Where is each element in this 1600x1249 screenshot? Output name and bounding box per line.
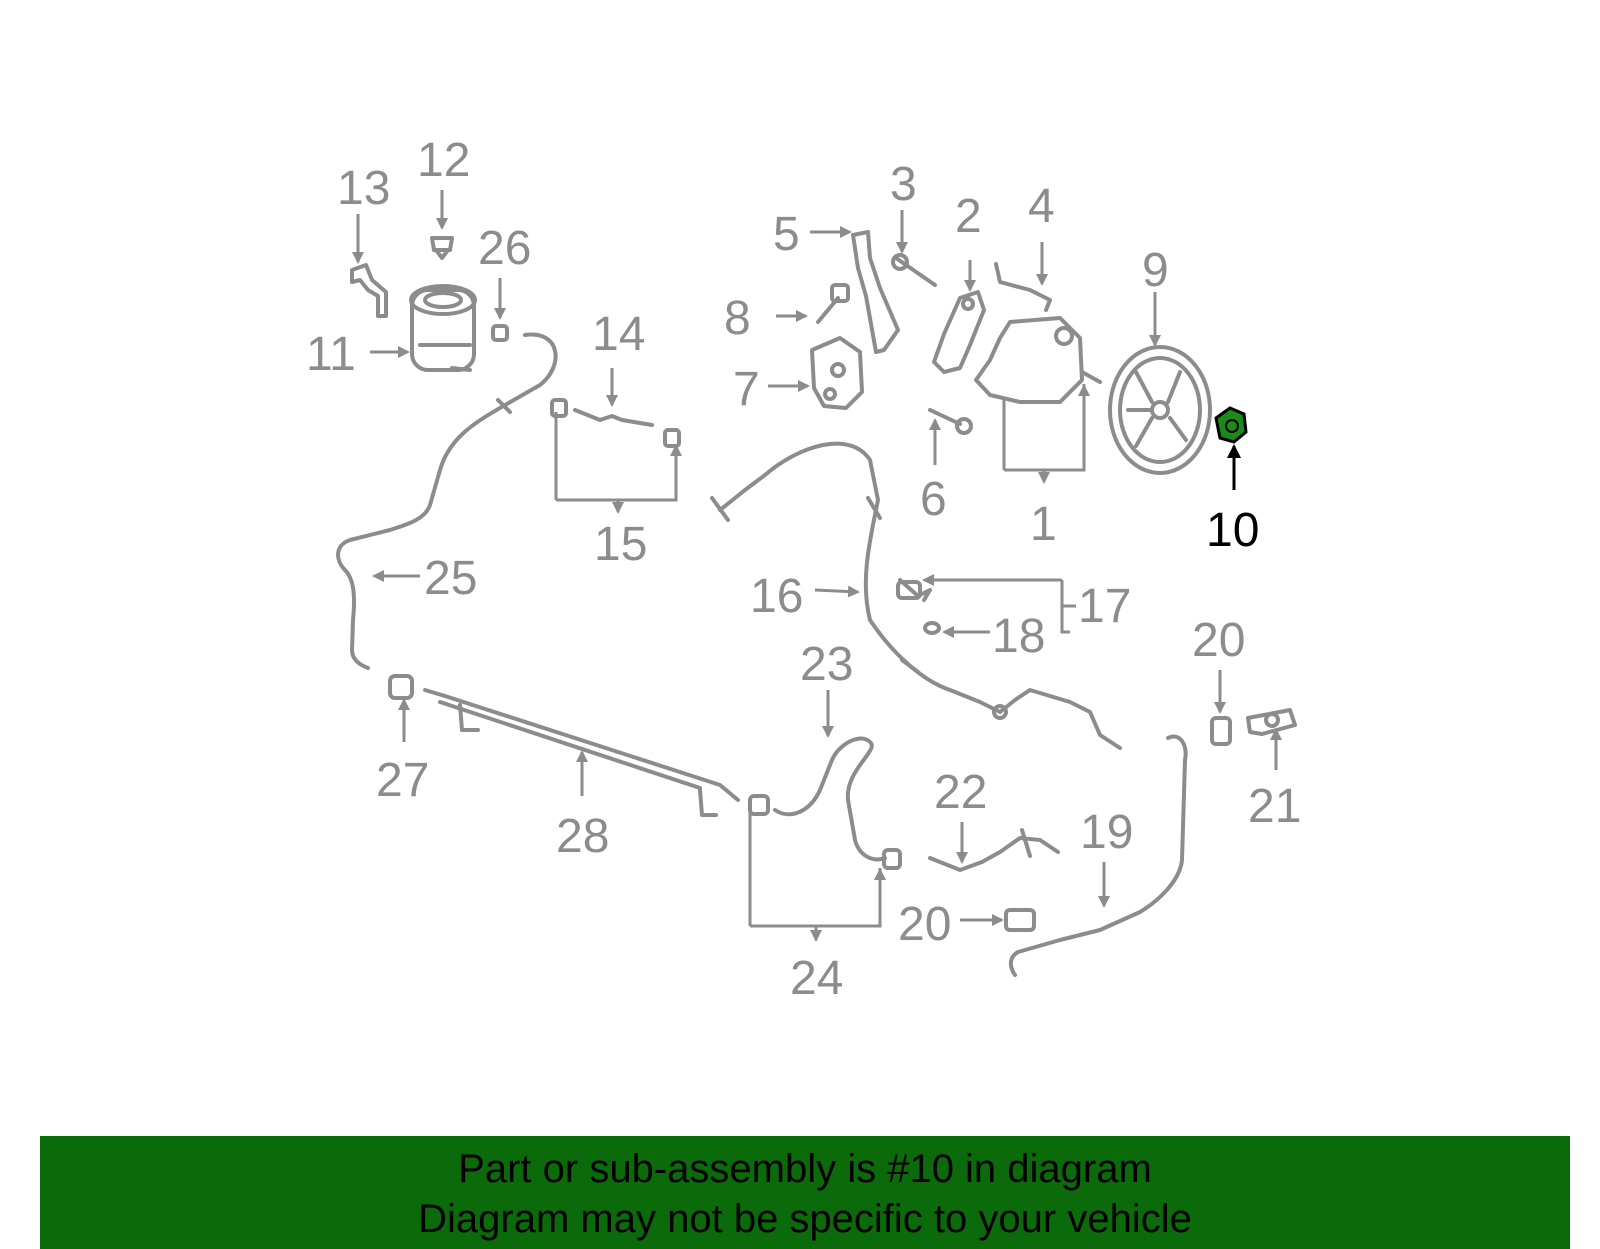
fitting-part-21	[1246, 708, 1297, 736]
cap-part-12	[430, 236, 454, 260]
hose-part-25	[336, 332, 558, 670]
bracket-part-4	[994, 262, 1052, 312]
callout-14: 14	[592, 308, 645, 361]
callout-8: 8	[724, 292, 751, 345]
callout-15: 15	[594, 518, 647, 571]
bolt-part-8	[816, 283, 850, 324]
callout-2: 2	[955, 190, 982, 243]
callout-16: 16	[750, 570, 803, 623]
callout-28: 28	[556, 810, 609, 863]
oring-part-18	[923, 621, 941, 635]
bolt-part-3	[891, 253, 937, 287]
pulley-part-9	[1108, 345, 1212, 475]
callout-10: 10	[1206, 504, 1259, 557]
bracket-part-13	[350, 263, 388, 318]
callout-13: 13	[337, 162, 390, 215]
pump-part-1	[974, 316, 1102, 404]
reservoir-part-11	[409, 284, 477, 372]
callout-5: 5	[773, 208, 800, 261]
callout-27: 27	[376, 754, 429, 807]
bracket-part-5	[851, 230, 900, 354]
union-part-17	[896, 578, 932, 602]
hose-part-19	[1008, 734, 1188, 977]
clamp-part-20-lower	[1004, 908, 1036, 932]
callout-19: 19	[1080, 806, 1133, 859]
callout-6: 6	[920, 473, 947, 526]
callout-25: 25	[424, 552, 477, 605]
pipe-part-22	[928, 828, 1060, 872]
hose-part-23	[748, 736, 902, 870]
callout-23: 23	[800, 638, 853, 691]
bolt-part-6	[928, 408, 973, 435]
callout-24: 24	[790, 952, 843, 1005]
callout-1: 1	[1030, 498, 1057, 551]
clamp-part-27	[388, 674, 414, 700]
callout-11: 11	[306, 328, 356, 381]
callout-3: 3	[890, 158, 917, 211]
hose-part-14	[550, 398, 681, 448]
callout-20-upper: 20	[1192, 614, 1245, 667]
hose-part-16	[710, 441, 1122, 750]
callout-22: 22	[934, 766, 987, 819]
clamp-part-20-upper	[1210, 716, 1232, 746]
callout-26: 26	[478, 222, 531, 275]
nut-part-10	[1214, 406, 1248, 444]
cooler-part-28	[423, 688, 740, 817]
banner-line-part-number: Part or sub-assembly is #10 in diagram	[458, 1147, 1152, 1191]
callout-arrows	[352, 190, 1282, 940]
bracket-part-2	[932, 290, 986, 374]
callout-20-lower: 20	[898, 898, 951, 951]
callout-17: 17	[1078, 580, 1131, 633]
callout-7: 7	[733, 363, 760, 416]
parts-diagram: 1 2 3 4 5 6 7 8 9 10 11 12 13 14 15 16 1…	[306, 134, 1301, 1005]
callout-labels: 1 2 3 4 5 6 7 8 9 10 11 12 13 14 15 16 1…	[306, 134, 1301, 1005]
callout-12: 12	[417, 134, 470, 187]
banner-line-disclaimer: Diagram may not be specific to your vehi…	[418, 1197, 1192, 1241]
callout-18: 18	[992, 610, 1045, 663]
callout-9: 9	[1142, 244, 1169, 297]
bracket-part-7	[810, 336, 864, 410]
clip-part-26	[491, 324, 509, 342]
callout-21: 21	[1248, 780, 1301, 833]
callout-4: 4	[1028, 180, 1055, 233]
info-banner: Part or sub-assembly is #10 in diagram D…	[40, 1136, 1570, 1249]
